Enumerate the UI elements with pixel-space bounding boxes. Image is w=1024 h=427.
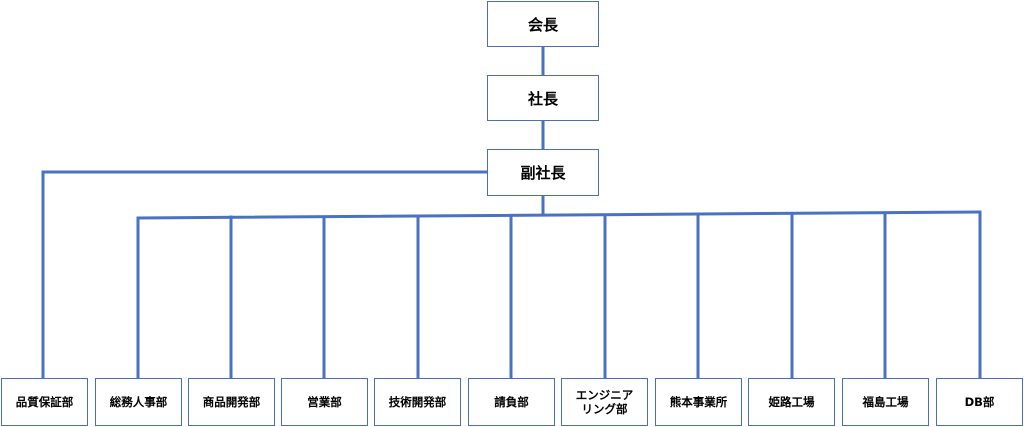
department-box-fukushima: 福島工場 <box>842 378 929 426</box>
department-busbar <box>136 210 982 220</box>
department-label: 営業部 <box>307 394 342 409</box>
department-label: 総務人事部 <box>109 394 168 409</box>
chairman-label: 会長 <box>527 15 558 34</box>
department-box-quality: 品質保証部 <box>1 378 88 426</box>
department-label: 熊本事業所 <box>669 394 728 409</box>
department-label: 技術開発部 <box>388 394 447 409</box>
department-box-eigyo: 営業部 <box>281 378 368 426</box>
department-label: 請負部 <box>494 394 529 409</box>
department-label: 品質保証部 <box>15 394 74 409</box>
department-box-db: DB部 <box>936 378 1023 426</box>
department-box-himeji: 姫路工場 <box>748 378 835 426</box>
department-label: エンジニア リング部 <box>575 387 634 416</box>
department-box-gijutsu: 技術開発部 <box>374 378 461 426</box>
vice-president-label: 副社長 <box>520 164 566 182</box>
chairman-box: 会長 <box>487 1 599 47</box>
president-box: 社長 <box>487 75 599 121</box>
department-label: 福島工場 <box>862 394 909 409</box>
department-box-shohin: 商品開発部 <box>188 378 275 426</box>
connector-vice-quality <box>41 170 490 380</box>
department-label: DB部 <box>964 394 995 409</box>
department-box-engineering: エンジニア リング部 <box>561 378 648 426</box>
department-box-ukeoi: 請負部 <box>468 378 555 426</box>
department-box-soumu: 総務人事部 <box>95 378 182 426</box>
vice-president-box: 副社長 <box>487 149 599 196</box>
department-label: 姫路工場 <box>768 394 815 409</box>
president-label: 社長 <box>527 89 558 108</box>
department-label: 商品開発部 <box>202 394 261 409</box>
department-box-kumamoto: 熊本事業所 <box>655 378 742 426</box>
